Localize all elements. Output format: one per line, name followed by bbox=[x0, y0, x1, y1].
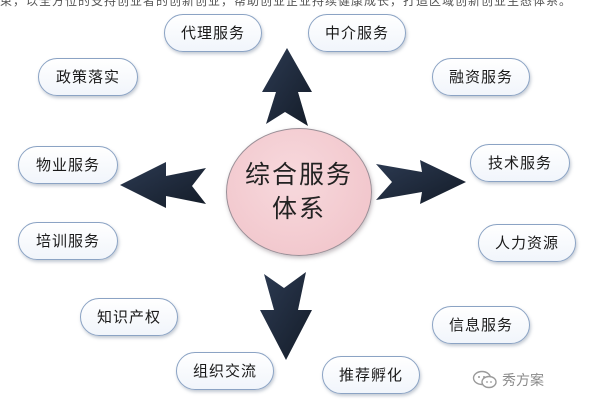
arrow-up-icon bbox=[262, 48, 312, 126]
watermark-text: 秀方案 bbox=[502, 373, 544, 389]
top-strip-text: 束，以全方位的支持创业者的创新创业，帮助创业企业持续健康成长，打造区域创新创业生… bbox=[0, 0, 573, 7]
center-title-line1: 综合服务 bbox=[244, 160, 353, 189]
node-peixun: 培训服务 bbox=[18, 222, 118, 260]
arrow-left-icon bbox=[120, 162, 206, 208]
node-jishu: 技术服务 bbox=[470, 144, 570, 182]
center-circle: 综合服务 体系 bbox=[226, 128, 372, 256]
center-title-line2: 体系 bbox=[271, 194, 326, 223]
node-daili: 代理服务 bbox=[164, 14, 262, 52]
node-wuye: 物业服务 bbox=[18, 146, 118, 184]
arrow-right-icon bbox=[376, 160, 466, 204]
watermark: 秀方案 bbox=[472, 370, 544, 390]
node-zhishi: 知识产权 bbox=[80, 298, 178, 336]
node-rongzi: 融资服务 bbox=[432, 58, 530, 96]
arrow-down-icon bbox=[260, 272, 312, 360]
node-zhengce: 政策落实 bbox=[38, 58, 138, 96]
node-tuijian: 推荐孵化 bbox=[322, 356, 420, 394]
wechat-icon bbox=[472, 370, 497, 389]
node-xinxi: 信息服务 bbox=[432, 306, 530, 344]
node-zuzhi: 组织交流 bbox=[176, 352, 274, 390]
node-renli: 人力资源 bbox=[478, 224, 576, 262]
node-zhongjie: 中介服务 bbox=[308, 14, 406, 52]
